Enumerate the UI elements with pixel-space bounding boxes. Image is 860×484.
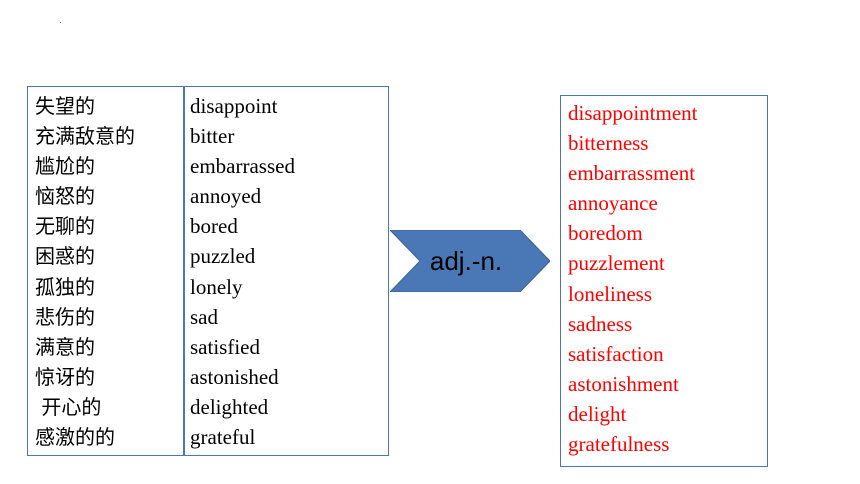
chinese-term: 恼怒的 bbox=[35, 184, 95, 209]
chinese-term: 孤独的 bbox=[35, 274, 95, 299]
chevron-arrow-icon bbox=[390, 230, 550, 292]
chinese-term: 满意的 bbox=[35, 334, 95, 359]
chinese-column: 失望的 充满敌意的 尴尬的 恼怒的 无聊的 困惑的 孤独的 悲伤的 满意的 惊讶… bbox=[35, 91, 135, 452]
noun-box: disappointment bitterness embarrassment … bbox=[560, 95, 768, 467]
chinese-term: 无聊的 bbox=[35, 214, 95, 239]
adjective-term: delighted bbox=[190, 394, 269, 419]
noun-term: disappointment bbox=[568, 101, 698, 125]
noun-term: bitterness bbox=[568, 131, 649, 156]
adjective-term: lonely bbox=[190, 274, 243, 299]
adjective-term: satisfied bbox=[190, 334, 260, 359]
noun-term: gratefulness bbox=[568, 432, 670, 457]
noun-term: loneliness bbox=[568, 281, 652, 306]
adjective-term: embarrassed bbox=[190, 154, 295, 179]
noun-term: puzzlement bbox=[568, 251, 665, 276]
noun-term: boredom bbox=[568, 221, 643, 246]
adjective-term: annoyed bbox=[190, 184, 262, 209]
adjective-column: disappoint bitter embarrassed annoyed bo… bbox=[190, 91, 295, 452]
adjective-term: astonished bbox=[190, 364, 279, 389]
adjective-term: puzzled bbox=[190, 244, 256, 269]
chinese-term: 开心的 bbox=[35, 394, 102, 419]
decorative-dot bbox=[60, 22, 61, 23]
column-divider bbox=[183, 87, 185, 455]
noun-term: satisfaction bbox=[568, 341, 664, 366]
adjective-term: bitter bbox=[190, 124, 235, 149]
noun-term: embarrassment bbox=[568, 161, 696, 186]
noun-column: disappointment bitterness embarrassment … bbox=[568, 98, 698, 459]
chinese-term: 失望的 bbox=[35, 94, 95, 118]
chevron-arrow-shape bbox=[390, 230, 550, 292]
arrow-label: adj.-n. bbox=[429, 245, 503, 276]
noun-term: sadness bbox=[568, 311, 633, 336]
noun-term: astonishment bbox=[568, 371, 679, 396]
vocabulary-table: 失望的 充满敌意的 尴尬的 恼怒的 无聊的 困惑的 孤独的 悲伤的 满意的 惊讶… bbox=[27, 86, 389, 456]
chinese-term: 惊讶的 bbox=[35, 364, 95, 389]
adjective-term: bored bbox=[190, 214, 238, 239]
adjective-term: grateful bbox=[190, 425, 256, 450]
noun-term: delight bbox=[568, 401, 627, 426]
chinese-term: 充满敌意的 bbox=[35, 124, 135, 149]
chinese-term: 感激的的 bbox=[35, 425, 115, 450]
adjective-term: disappoint bbox=[190, 94, 278, 118]
chinese-term: 困惑的 bbox=[35, 244, 95, 269]
noun-term: annoyance bbox=[568, 191, 658, 216]
adjective-term: sad bbox=[190, 304, 218, 329]
chinese-term: 悲伤的 bbox=[35, 304, 95, 329]
chinese-term: 尴尬的 bbox=[35, 154, 95, 179]
